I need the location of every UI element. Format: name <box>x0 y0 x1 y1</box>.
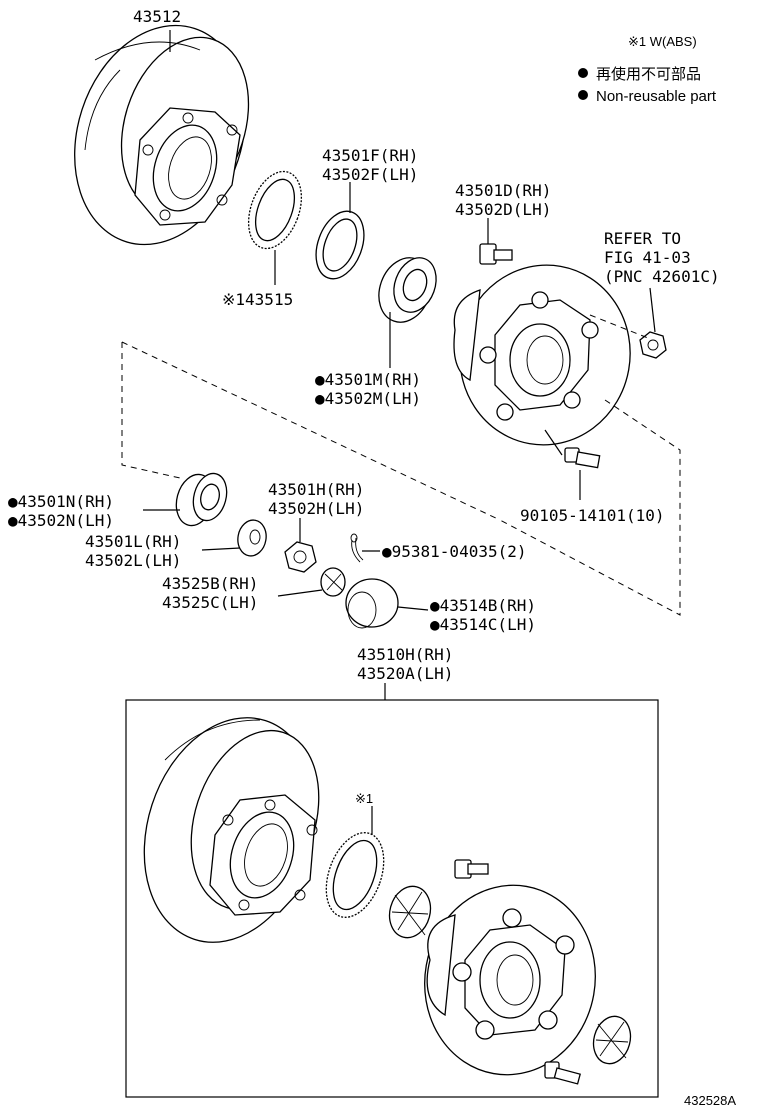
grease-cap <box>345 578 399 629</box>
label-43501N: ●43501N(RH) <box>8 492 114 511</box>
disc-rotor-top <box>74 24 250 246</box>
label-43512: 43512 <box>133 7 181 26</box>
dashed-frame-top <box>121 341 501 521</box>
hub-bolt-top <box>479 243 513 265</box>
abs-sensor-ring <box>247 170 303 250</box>
label-refer-fig: FIG 41-03 <box>604 248 691 267</box>
non-reusable-dot-icon <box>578 90 588 100</box>
label-43510H: 43510H(RH) <box>357 645 453 664</box>
leader-hub-bolt <box>544 429 563 456</box>
label-43502L: 43502L(LH) <box>85 551 181 570</box>
roller-bearing-bottom-right <box>592 1015 632 1065</box>
label-43501M: ●43501M(RH) <box>315 370 421 389</box>
label-43502D: 43502D(LH) <box>455 200 551 219</box>
label-43515: ※143515 <box>222 290 293 309</box>
hub-bolt-bottom-top <box>454 859 489 879</box>
bearing-inner <box>175 472 228 527</box>
claw-washer <box>237 519 267 557</box>
label-43501L: 43501L(RH) <box>85 532 181 551</box>
label-43502F: 43502F(LH) <box>322 165 418 184</box>
non-reusable-jp: 再使用不可部品 <box>596 66 701 83</box>
cotter-pin <box>350 533 364 563</box>
label-refer-pnc: (PNC 42601C) <box>604 267 720 286</box>
roller-bearing-bottom <box>388 885 432 939</box>
axle-hub-bottom <box>424 884 596 1076</box>
leader-refer <box>649 287 656 333</box>
label-43502N: ●43502N(LH) <box>8 511 114 530</box>
leader-43514B <box>397 606 429 611</box>
abs-note: ※1 W(ABS) <box>628 34 697 49</box>
label-43501H: 43501H(RH) <box>268 480 364 499</box>
leader-43525B <box>277 589 323 597</box>
label-43525B: 43525B(RH) <box>162 574 258 593</box>
leader-43501L <box>201 547 241 551</box>
assembly-box <box>125 699 659 1098</box>
disc-rotor-bottom <box>143 717 320 943</box>
label-43514C: ●43514C(LH) <box>430 615 536 634</box>
hub-bolt-bottom-lower <box>544 1061 581 1085</box>
hub-nut <box>639 331 667 359</box>
label-43514B: ●43514B(RH) <box>430 596 536 615</box>
hub-nut-center <box>284 541 317 573</box>
label-90105: 90105-14101(10) <box>520 506 665 525</box>
label-43501D: 43501D(RH) <box>455 181 551 200</box>
label-43502H: 43502H(LH) <box>268 499 364 518</box>
label-95381: ●95381-04035(2) <box>382 542 527 561</box>
label-43502M: ●43502M(LH) <box>315 389 421 408</box>
non-reusable-dot-icon <box>578 68 588 78</box>
legend: ※1 W(ABS) 再使用不可部品 Non-reusable part <box>578 34 717 105</box>
non-reusable-en: Non-reusable part <box>596 88 717 105</box>
figure-number: 432528A <box>684 1093 736 1108</box>
hub-bolt-lower <box>564 447 601 469</box>
label-43520A: 43520A(LH) <box>357 664 453 683</box>
label-refer-to: REFER TO <box>604 229 681 248</box>
bearing-outer <box>378 257 437 323</box>
dashed-frame-left <box>121 342 181 479</box>
lock-cap <box>320 567 346 597</box>
abs-sensor-ring-bottom <box>325 832 385 918</box>
oil-seal <box>315 210 365 280</box>
dashed-frame-right <box>499 399 681 616</box>
axle-hub-top <box>453 264 631 446</box>
label-abs-mark: ※1 <box>355 791 373 806</box>
label-43525C: 43525C(LH) <box>162 593 258 612</box>
label-43501F: 43501F(RH) <box>322 146 418 165</box>
